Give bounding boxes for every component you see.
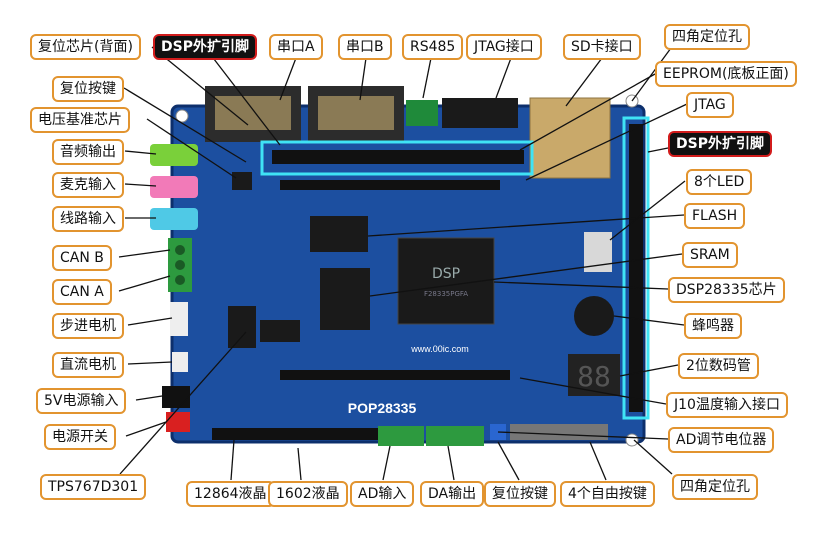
- label-lcd1602: 1602液晶: [268, 481, 348, 507]
- label-lcd12864: 12864液晶: [186, 481, 275, 507]
- power-jack: [162, 386, 190, 408]
- da-terminal: [426, 426, 484, 446]
- label-ad-pot: AD调节电位器: [668, 427, 775, 453]
- leader-lines: [118, 46, 688, 481]
- label-line-in: 线路输入: [52, 206, 124, 232]
- label-leds: 8个LED: [686, 169, 753, 195]
- dsp-chip-part: F28335PGFA: [424, 290, 468, 298]
- regulator-chip: [260, 320, 300, 342]
- stepper-connector: [170, 302, 188, 336]
- label-power-in: 5V电源输入: [36, 388, 127, 414]
- label-reset-key: 复位按键: [484, 481, 556, 507]
- seven-seg-display: [568, 354, 620, 396]
- label-temp-in: J10温度输入接口: [666, 392, 788, 418]
- dsp-ext-header-right: [622, 116, 650, 420]
- label-serial-a: 串口A: [269, 34, 323, 60]
- label-reset-button: 复位按键: [52, 76, 124, 102]
- label-corner-hole-bottom: 四角定位孔: [672, 474, 758, 500]
- label-stepper: 步进电机: [52, 313, 124, 339]
- label-eeprom: EEPROM(底板正面): [655, 61, 797, 87]
- label-dsp-ext-pins-right: DSP外扩引脚: [668, 131, 772, 157]
- line-in-jack: [150, 208, 198, 230]
- sram-chip: [320, 268, 370, 330]
- label-can-b: CAN B: [52, 245, 112, 271]
- dsp-chip-text: DSP: [432, 266, 460, 282]
- mic-in-jack: [150, 176, 198, 198]
- board-title: POP28335: [348, 400, 417, 416]
- label-buzzer: 蜂鸣器: [684, 313, 742, 339]
- label-dsp-chip: DSP28335芯片: [668, 277, 785, 303]
- label-ad-in: AD输入: [350, 481, 415, 507]
- label-reset-chip-back: 复位芯片(背面): [30, 34, 141, 60]
- label-tps: TPS767D301: [40, 474, 147, 500]
- label-serial-b: 串口B: [338, 34, 392, 60]
- label-audio-out: 音频输出: [52, 139, 124, 165]
- label-voltage-ref: 电压基准芯片: [30, 107, 130, 133]
- label-jtag: JTAG: [686, 92, 734, 118]
- tps-chip: [228, 306, 256, 348]
- label-can-a: CAN A: [52, 279, 112, 305]
- power-switch-part: [166, 412, 190, 432]
- voltage-ref-chip: [232, 172, 252, 190]
- label-mic-in: 麦克输入: [52, 172, 124, 198]
- dc-motor-connector: [172, 352, 188, 372]
- ad-terminal: [378, 426, 424, 446]
- buzzer-part: [574, 296, 614, 336]
- jtag-header: [442, 98, 518, 128]
- label-da-out: DA输出: [420, 481, 485, 507]
- dsp-ext-header-top: [260, 140, 534, 176]
- board-website: www.00ic.com: [410, 344, 469, 354]
- label-dc-motor: 直流电机: [52, 352, 124, 378]
- audio-out-jack: [150, 144, 198, 166]
- label-corner-hole-top: 四角定位孔: [664, 24, 750, 50]
- label-flash: FLASH: [684, 203, 746, 229]
- svg-text:88: 88: [577, 360, 611, 393]
- lcd12864-header: [212, 428, 382, 440]
- label-jtag-port: JTAG接口: [466, 34, 542, 60]
- free-keys-part: [510, 424, 608, 440]
- label-dsp-ext-pins-top: DSP外扩引脚: [153, 34, 257, 60]
- label-rs485: RS485: [402, 34, 464, 60]
- label-power-switch: 电源开关: [44, 424, 116, 450]
- rs485-terminal: [406, 100, 438, 126]
- sd-card-slot: [529, 97, 611, 179]
- flash-chip: [310, 216, 368, 252]
- label-free-keys: 4个自由按键: [560, 481, 655, 507]
- label-sd-card: SD卡接口: [563, 34, 641, 60]
- label-sram: SRAM: [682, 242, 738, 268]
- label-seven-seg: 2位数码管: [678, 353, 759, 379]
